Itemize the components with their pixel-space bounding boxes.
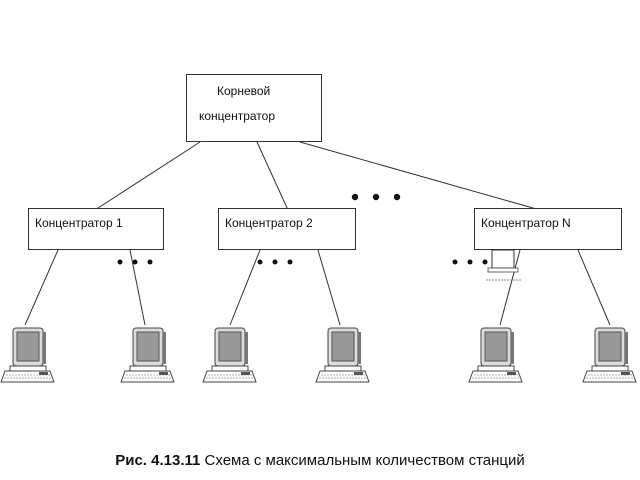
- root-hub-label-line1: Корневой: [217, 84, 271, 98]
- hub-2-label: Концентратор 2: [225, 216, 313, 230]
- station-1-computer-icon: [0, 327, 55, 383]
- station-links: [24, 249, 611, 326]
- station-4-computer-icon: [315, 327, 370, 383]
- figure-number: Рис. 4.13.11: [115, 452, 201, 469]
- root-hub-box: Корневой концентратор: [186, 74, 322, 142]
- root-links: [94, 141, 541, 211]
- hub-1-box: Концентратор 1: [28, 208, 164, 250]
- small-computer-icon: [486, 249, 522, 281]
- hub-n-box: Концентратор N: [474, 208, 622, 250]
- hub-1-label: Концентратор 1: [35, 216, 123, 230]
- figure-caption: Рис. 4.13.11 Схема с максимальным количе…: [0, 452, 640, 469]
- station-2-computer-icon: [120, 327, 175, 383]
- station-6-computer-icon: [582, 327, 637, 383]
- figure-caption-text: Схема с максимальным количеством станций: [204, 452, 525, 469]
- ellipsis-dots: [117, 193, 488, 265]
- station-3-computer-icon: [202, 327, 257, 383]
- root-hub-label-line2: концентратор: [199, 109, 276, 123]
- hub-2-box: Концентратор 2: [218, 208, 356, 250]
- hub-n-label: Концентратор N: [481, 216, 571, 230]
- station-5-computer-icon: [468, 327, 523, 383]
